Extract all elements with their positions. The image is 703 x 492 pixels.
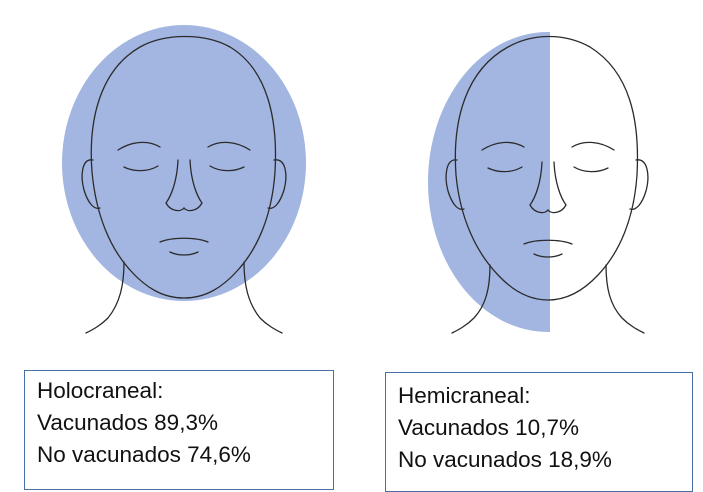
hemicranial-title: Hemicraneal: bbox=[398, 380, 692, 412]
holocranial-vaccinated-stat: Vacunados 89,3% bbox=[37, 407, 333, 439]
holocranial-caption-box: Holocraneal: Vacunados 89,3% No vacunado… bbox=[24, 370, 334, 490]
hemicranial-vaccinated-stat: Vacunados 10,7% bbox=[398, 412, 692, 444]
hemicranial-illustration bbox=[428, 32, 668, 333]
hemicranial-unvaccinated-stat: No vacunados 18,9% bbox=[398, 444, 692, 476]
holocranial-pain-area bbox=[62, 25, 306, 301]
holocranial-illustration bbox=[62, 25, 306, 333]
hemicranial-pain-area bbox=[428, 32, 668, 332]
holocranial-title: Holocraneal: bbox=[37, 375, 333, 407]
hemicranial-caption-box: Hemicraneal: Vacunados 10,7% No vacunado… bbox=[385, 372, 693, 492]
holocranial-unvaccinated-stat: No vacunados 74,6% bbox=[37, 439, 333, 471]
